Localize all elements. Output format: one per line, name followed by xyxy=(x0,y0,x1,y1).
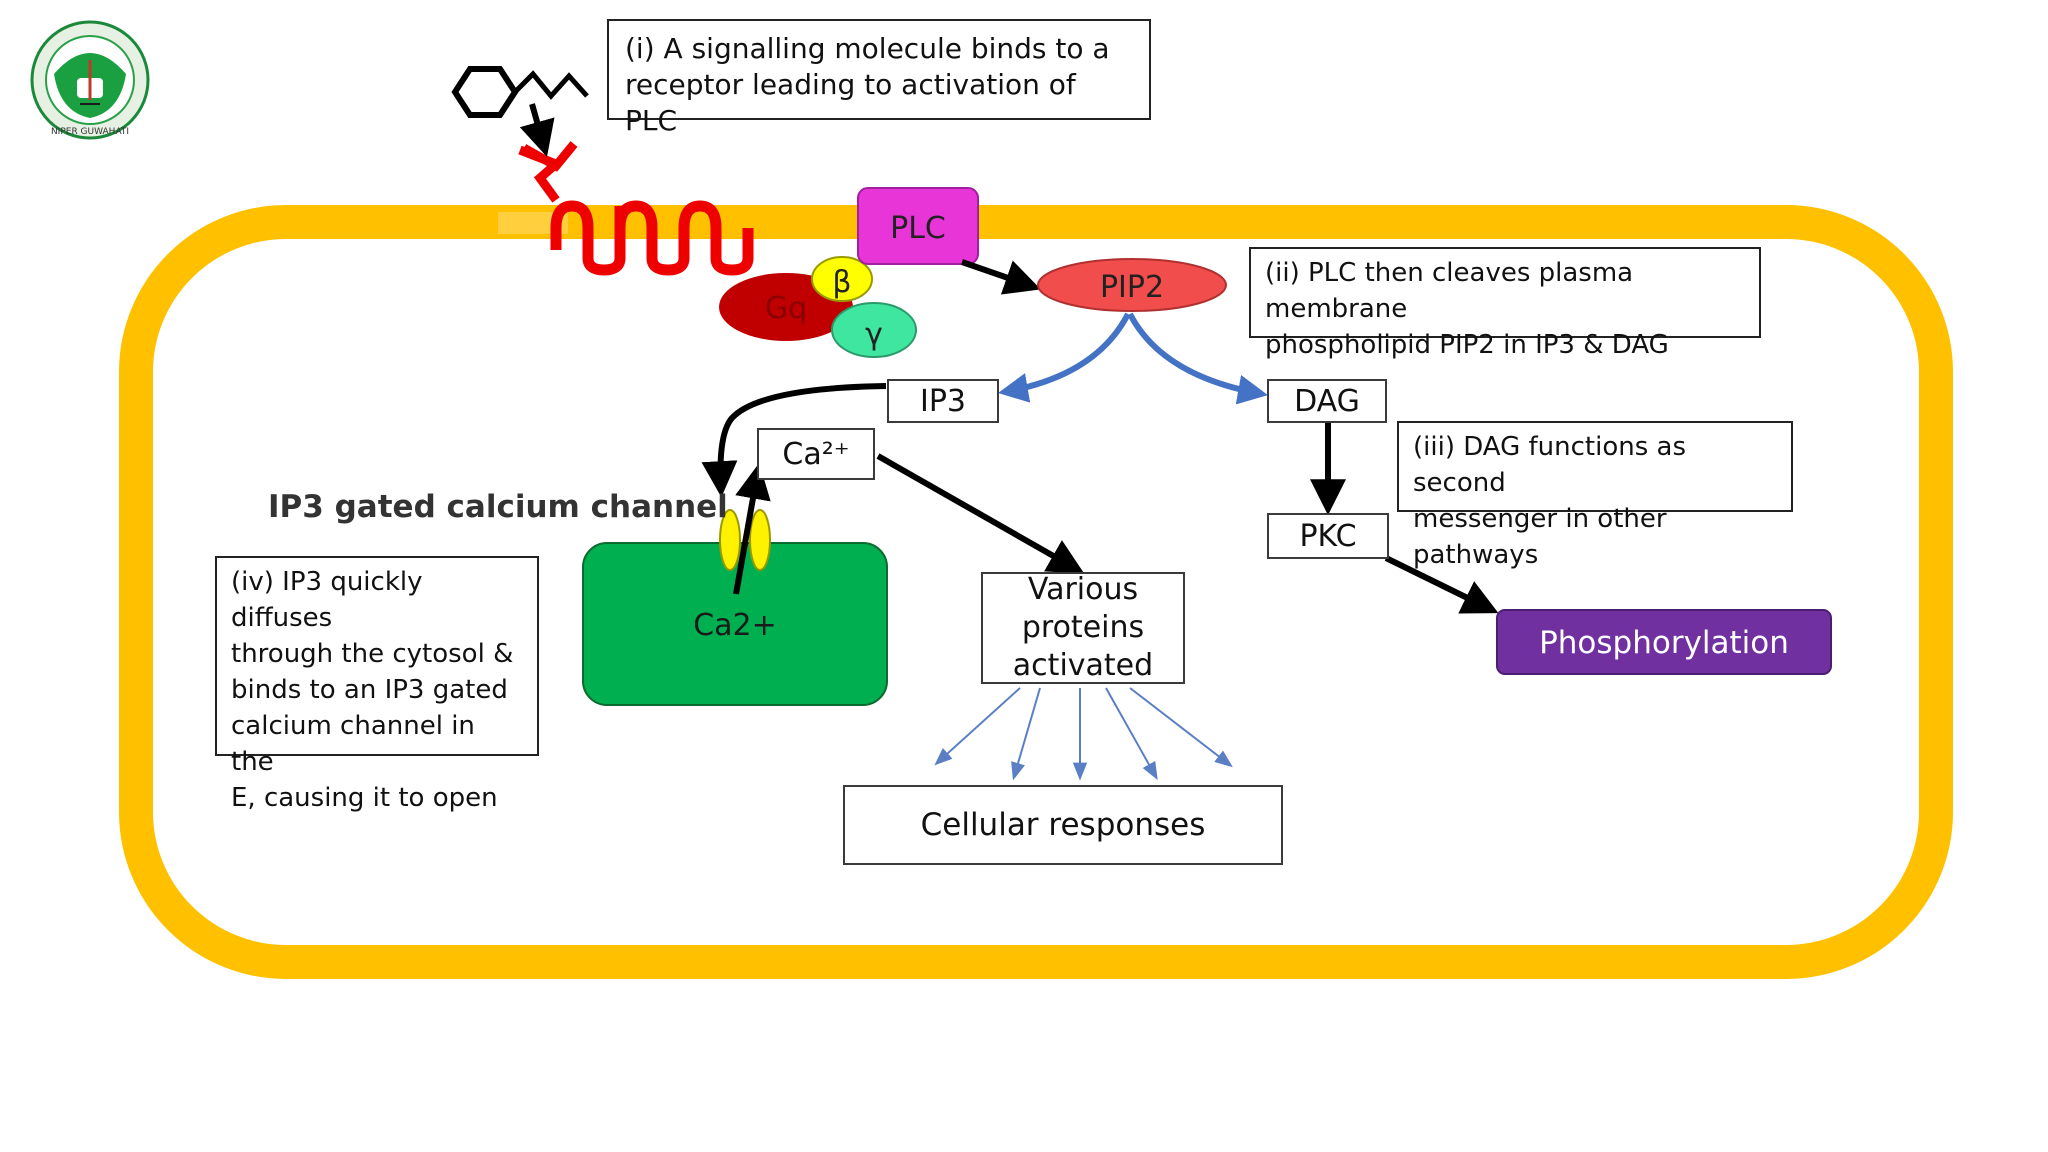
response-arrows xyxy=(934,687,1233,781)
cellular-responses-box: Cellular responses xyxy=(843,785,1283,865)
pip2-label: PIP2 xyxy=(1100,270,1164,305)
calcium-release-arrow xyxy=(733,462,771,595)
cellular-responses-label: Cellular responses xyxy=(920,807,1206,843)
calcium-channel-label: IP3 gated calcium channel xyxy=(268,489,728,525)
niper-guwahati-logo: NIPER GUWAHATI xyxy=(30,20,150,140)
signalling-molecule xyxy=(451,66,589,118)
note-step-4-line-2: through the cytosol & xyxy=(231,639,514,669)
note-step-1: (i) A signalling molecule binds to a rec… xyxy=(607,19,1151,137)
note-step-3-line-1: (iii) DAG functions as second xyxy=(1413,432,1687,498)
ip3-label: IP3 xyxy=(919,383,967,419)
er-calcium-label: Ca2+ xyxy=(693,608,777,643)
plc-to-pip2-arrow xyxy=(961,259,1041,295)
ip3-to-channel-arrow xyxy=(701,383,887,498)
note-step-3: (iii) DAG functions as second messenger … xyxy=(1397,421,1793,570)
gamma-label: γ xyxy=(865,317,883,352)
beta-label: β xyxy=(832,265,851,300)
note-step-4-line-4: calcium channel in the xyxy=(231,711,475,777)
ip3-box: IP3 xyxy=(887,379,999,423)
logo-caption: NIPER GUWAHATI xyxy=(51,127,129,137)
plc-enzyme xyxy=(857,187,979,265)
pip2-to-dag-arrow xyxy=(1127,312,1268,405)
note-step-4-line-3: binds to an IP3 gated xyxy=(231,675,508,705)
gamma-subunit xyxy=(831,302,917,358)
phosphorylation-box xyxy=(1496,609,1832,675)
dag-label: DAG xyxy=(1294,383,1360,419)
note-step-3-line-2: messenger in other pathways xyxy=(1413,504,1667,570)
note-step-1-line-2: receptor leading to activation of PLC xyxy=(625,68,1076,137)
note-step-2-line-2: phospholipid PIP2 in IP3 & DAG xyxy=(1265,330,1669,360)
beta-subunit xyxy=(811,256,873,302)
ligand-binding-arrow xyxy=(519,103,555,157)
pip2-to-ip3-arrow xyxy=(998,312,1131,403)
note-step-1-line-1: (i) A signalling molecule binds to a xyxy=(625,32,1110,65)
pkc-box: PKC xyxy=(1267,513,1389,559)
various-proteins-line-2: proteins xyxy=(1021,610,1145,645)
note-step-4: (iv) IP3 quickly diffuses through the cy… xyxy=(215,556,539,813)
calcium-ion-label: Ca²⁺ xyxy=(782,436,850,472)
phosphorylation-label: Phosphorylation xyxy=(1539,625,1789,661)
note-step-4-line-1: (iv) IP3 quickly diffuses xyxy=(231,567,423,633)
calcium-ion-box: Ca²⁺ xyxy=(757,428,875,480)
calcium-channel-right xyxy=(749,509,771,571)
pkc-label: PKC xyxy=(1299,518,1357,554)
calcium-channel-left xyxy=(719,509,741,571)
dag-box: DAG xyxy=(1267,379,1387,423)
note-step-2-line-1: (ii) PLC then cleaves plasma membrane xyxy=(1265,258,1634,324)
cell-membrane xyxy=(119,205,1953,979)
various-proteins-box: Various proteins activated xyxy=(981,572,1185,684)
note-step-2: (ii) PLC then cleaves plasma membrane ph… xyxy=(1249,247,1761,360)
gq-label: Gq xyxy=(765,291,807,326)
various-proteins-line-3: activated xyxy=(1012,648,1154,683)
various-proteins-line-1: Various xyxy=(1027,572,1139,607)
plc-label: PLC xyxy=(890,211,946,246)
pkc-to-phosphorylation-arrow xyxy=(1384,555,1499,614)
note-step-4-line-5: E, causing it to open xyxy=(231,783,498,813)
calcium-to-proteins-arrow xyxy=(876,453,1085,574)
pip2-lipid xyxy=(1037,258,1227,312)
